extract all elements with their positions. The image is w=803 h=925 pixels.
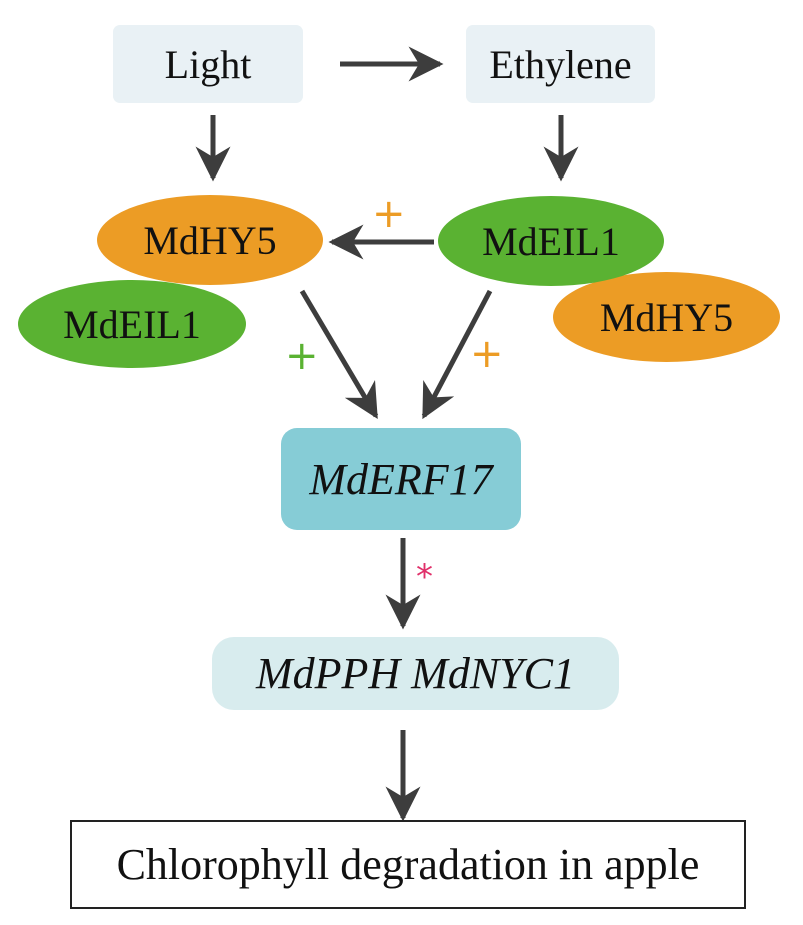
asterisk-mark: *	[416, 557, 433, 597]
light-label: Light	[164, 41, 252, 87]
outcome-label: Chlorophyll degradation in apple	[116, 840, 700, 889]
arrow-left-complex-to-erf17	[299, 289, 379, 420]
mderf17-node: MdERF17	[281, 428, 521, 530]
right-mdeil1-node: MdEIL1	[438, 196, 664, 286]
outcome-box: Chlorophyll degradation in apple	[70, 820, 746, 909]
left-mdeil1-node: MdEIL1	[18, 280, 246, 368]
right-mdhy5-node: MdHY5	[553, 272, 780, 362]
plus-sign-right-to-erf17: +	[470, 331, 504, 377]
left-mdhy5-label: MdHY5	[143, 217, 277, 263]
left-mdhy5-node: MdHY5	[97, 195, 323, 285]
target-genes-label: MdPPH MdNYC1	[256, 649, 575, 698]
arrow-right-complex-to-erf17	[421, 289, 493, 420]
plus-sign-eil1-to-hy5: +	[372, 191, 406, 237]
ethylene-label: Ethylene	[489, 41, 632, 87]
target-genes-node: MdPPH MdNYC1	[212, 637, 619, 710]
left-mdeil1-label: MdEIL1	[63, 301, 201, 347]
mderf17-label: MdERF17	[309, 454, 493, 504]
ethylene-node: Ethylene	[466, 25, 655, 103]
light-node: Light	[113, 25, 303, 103]
plus-sign-left-to-erf17: +	[285, 333, 319, 379]
right-mdeil1-label: MdEIL1	[482, 218, 620, 264]
right-mdhy5-label: MdHY5	[599, 294, 734, 340]
